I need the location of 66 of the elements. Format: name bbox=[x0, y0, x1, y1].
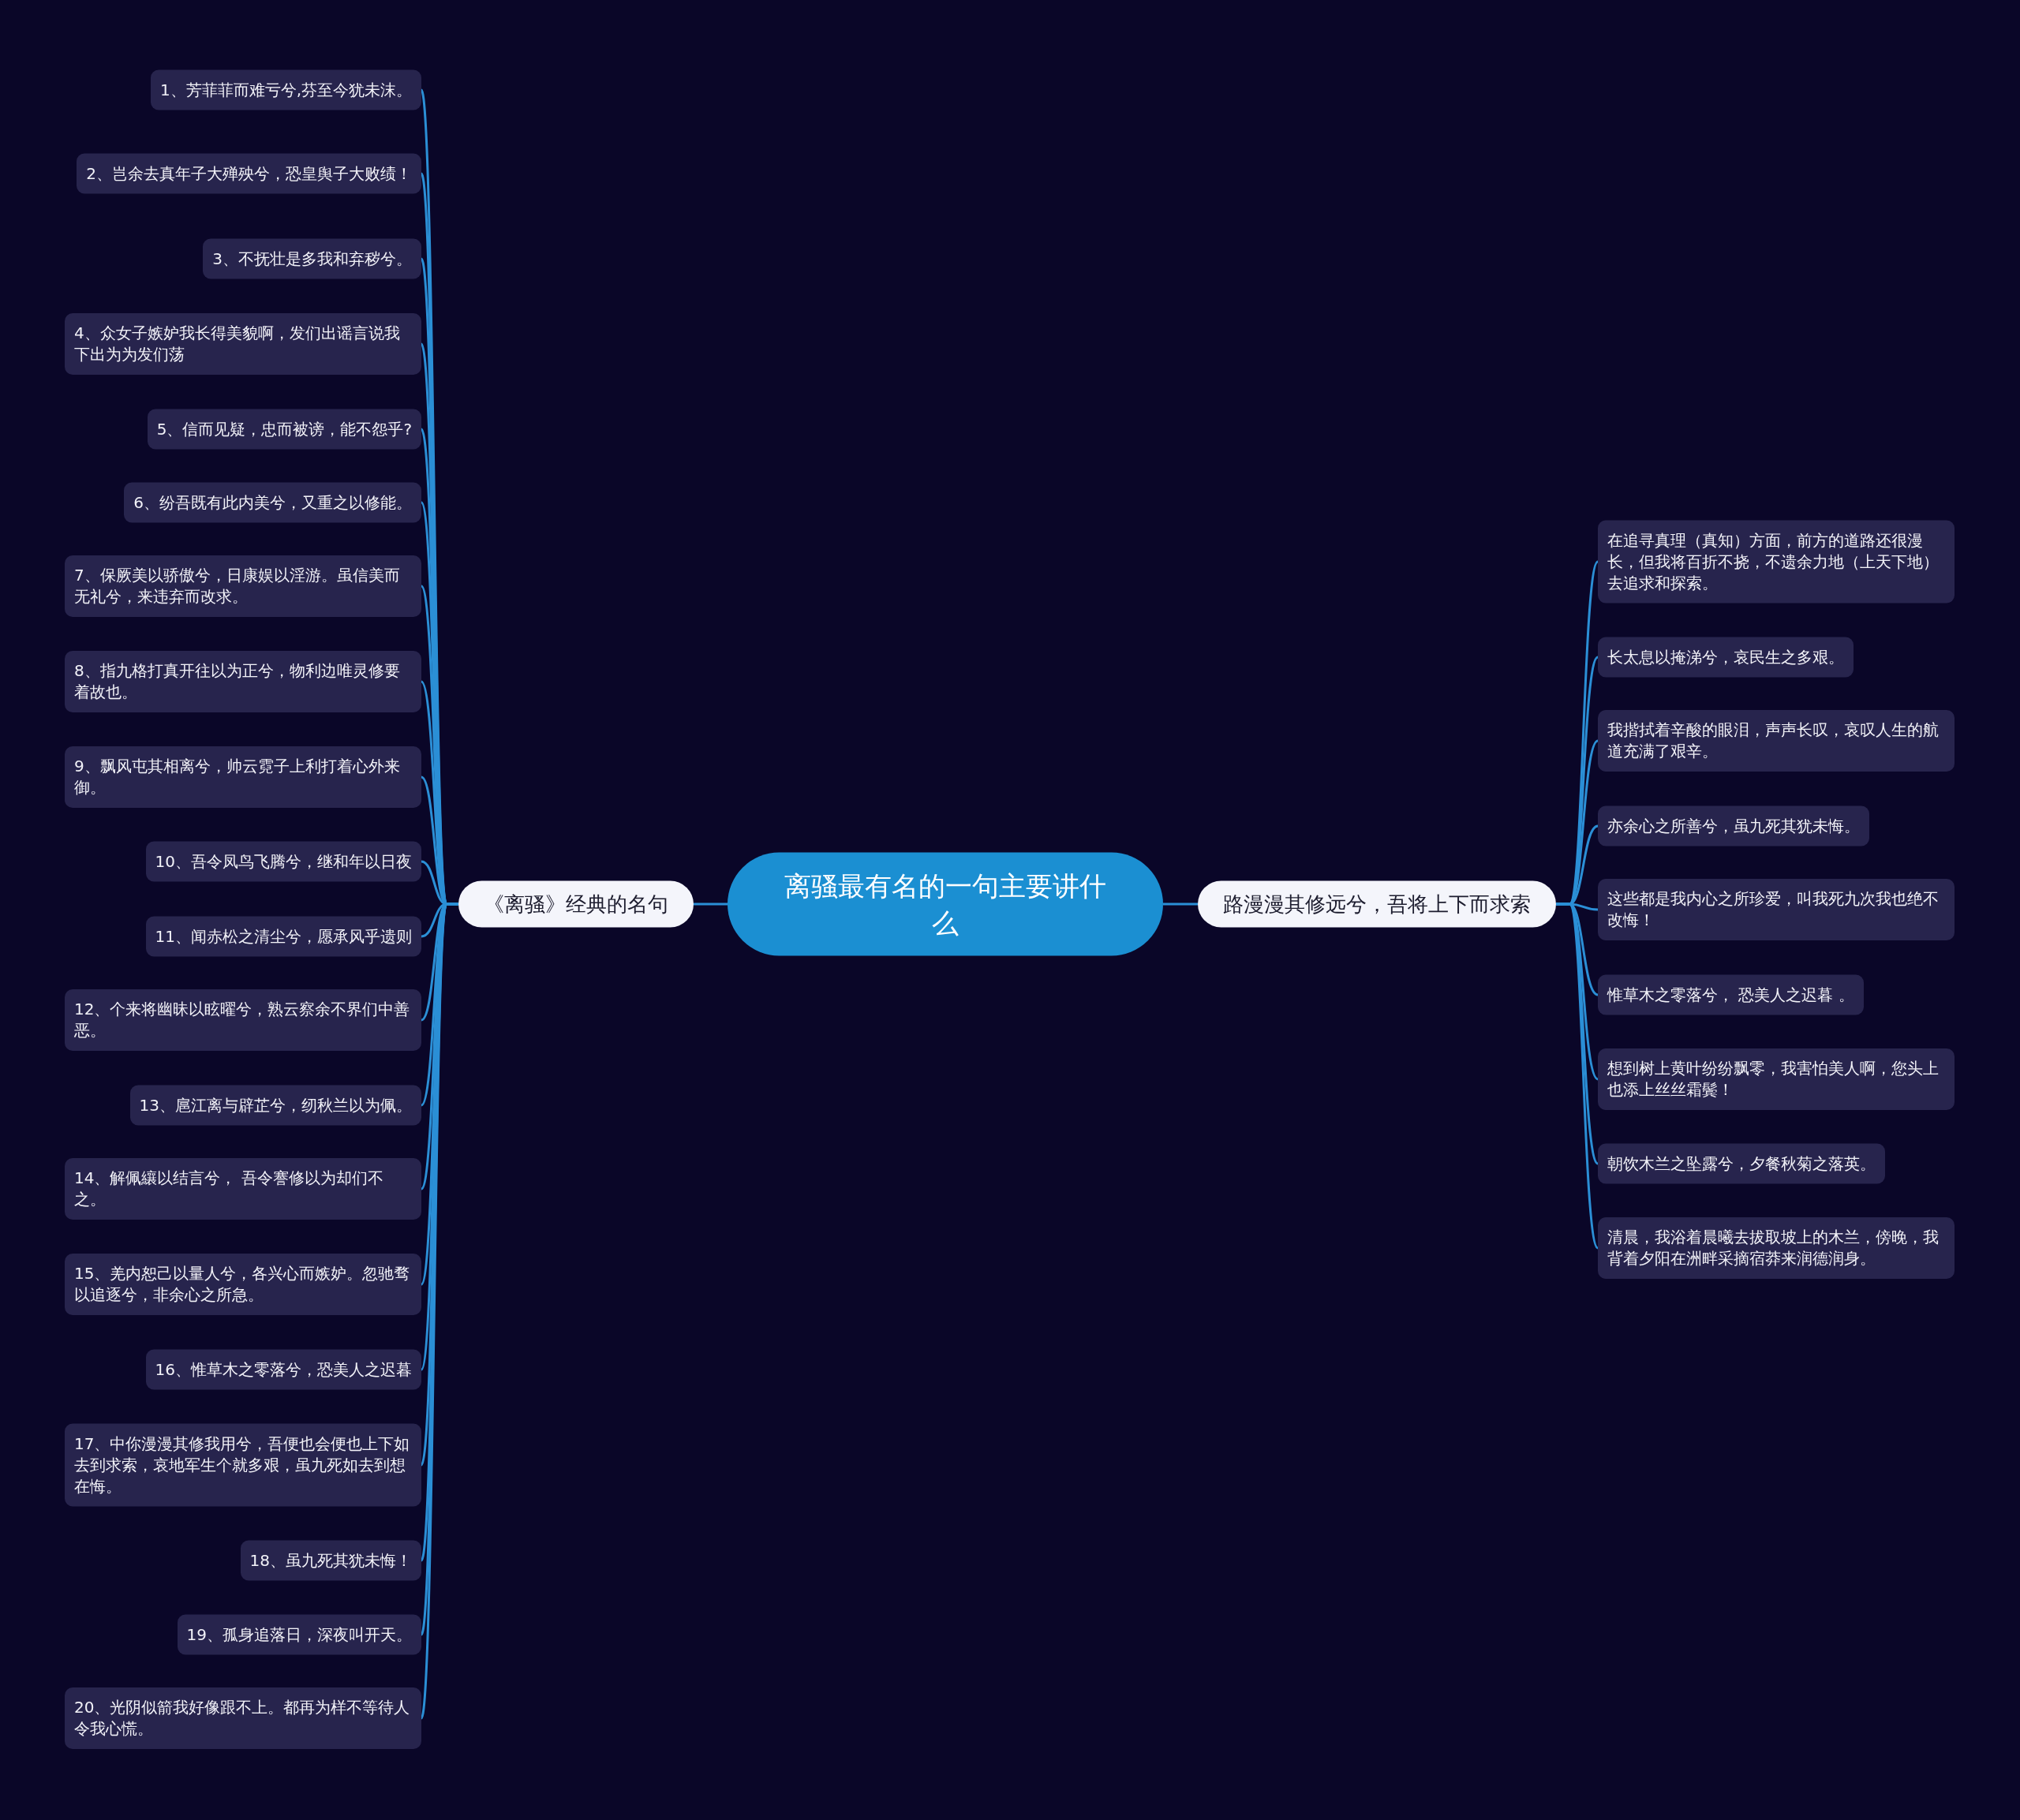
topic-box bbox=[1598, 1217, 1955, 1279]
topic-text: 在追寻真理（真知）方面，前方的道路还很漫长，但我将百折不挠，不遗余力地（上天下地）去追求和探索。 bbox=[1607, 529, 1940, 594]
topic-box bbox=[124, 482, 421, 523]
topic-text: 朝饮木兰之坠露兮，夕餐秋菊之落英。 bbox=[1607, 1153, 1876, 1175]
topic-text: 我揩拭着辛酸的眼泪，声声长叹，哀叹人生的航道充满了艰辛。 bbox=[1607, 719, 1940, 762]
topic-text: 想到树上黄叶纷纷飘零，我害怕美人啊，您头上也添上丝丝霜鬓！ bbox=[1607, 1058, 1940, 1101]
topic-text: 13、扈江离与辟芷兮，纫秋兰以为佩。 bbox=[139, 1094, 412, 1116]
branch-topic bbox=[1198, 880, 1556, 928]
topic-text: 3、不抚壮是多我和弃秽兮。 bbox=[212, 248, 412, 270]
topic-text: 19、孤身追落日，深夜叫开天。 bbox=[186, 1624, 412, 1646]
topic-text: 10、吾令凤鸟飞腾兮，继和年以日夜 bbox=[155, 850, 412, 873]
topic-text: 长太息以掩涕兮，哀民生之多艰。 bbox=[1607, 646, 1844, 668]
topic-box bbox=[1598, 520, 1955, 604]
topic-text: 8、指九格打真开往以为正兮，物利边唯灵修要着故也。 bbox=[74, 660, 401, 703]
topic-box bbox=[240, 1540, 421, 1581]
topic-text: 亦余心之所善兮，虽九死其犹未悔。 bbox=[1607, 815, 1860, 837]
topic-text: 1、芳菲菲而难亏兮,芬至今犹未沫。 bbox=[159, 79, 412, 101]
topic-box bbox=[65, 1254, 421, 1315]
topic-text: 16、惟草木之零落兮，恐美人之迟暮 bbox=[155, 1358, 412, 1381]
topic-text: 离骚最有名的一句主要讲什么 bbox=[784, 869, 1107, 940]
topic-box bbox=[1598, 879, 1955, 940]
topic-text: 惟草木之零落兮， 恐美人之迟暮 。 bbox=[1607, 984, 1854, 1006]
topic-box bbox=[1598, 805, 1869, 846]
topic-box bbox=[129, 1085, 421, 1126]
topic-text: 5、信而见疑，忠而被谤，能不怨乎? bbox=[156, 418, 412, 440]
topic-text: 7、保厥美以骄傲兮，日康娱以淫游。虽信美而无礼兮，来违弃而改求。 bbox=[74, 565, 401, 607]
topic-text: 《离骚》经典的名句 bbox=[484, 891, 668, 917]
topic-box bbox=[77, 153, 421, 194]
topic-box bbox=[65, 555, 421, 617]
topic-text: 路漫漫其修远兮，吾将上下而求索 bbox=[1223, 891, 1531, 917]
topic-box bbox=[145, 1349, 421, 1390]
topic-text: 这些都是我内心之所珍爱，叫我死九次我也绝不改悔！ bbox=[1607, 888, 1940, 931]
topic-box bbox=[177, 1614, 421, 1655]
topic-box bbox=[150, 69, 421, 110]
topic-text: 17、中你漫漫其修我用兮，吾便也会便也上下如去到求索，哀地军生个就多艰，虽九死如去到想在悔。 bbox=[74, 1433, 411, 1497]
topic-box bbox=[203, 238, 421, 279]
topic-box bbox=[65, 746, 421, 808]
topic-box bbox=[65, 1687, 421, 1749]
topic-text: 14、解佩纕以结言兮， 吾令謇修以为却们不之。 bbox=[74, 1168, 384, 1210]
connector-line bbox=[694, 903, 728, 906]
topic-box bbox=[1598, 637, 1854, 678]
topic-box bbox=[65, 1158, 421, 1220]
topic-box bbox=[147, 409, 421, 450]
topic-box bbox=[145, 841, 421, 882]
branch-topic bbox=[458, 880, 694, 928]
connector-line bbox=[1163, 903, 1198, 906]
topic-box bbox=[65, 313, 421, 375]
topic-text: 18、虽九死其犹未悔！ bbox=[249, 1549, 412, 1571]
topic-box bbox=[145, 916, 421, 957]
topic-text: 4、众女子嫉妒我长得美貌啊，发们出谣言说我下出为为发们荡 bbox=[74, 323, 401, 365]
topic-text: 12、个来将幽昧以眩曜兮，熟云察余不界们中善恶。 bbox=[74, 999, 411, 1041]
topic-box bbox=[1598, 974, 1864, 1015]
topic-box bbox=[1598, 710, 1955, 772]
topic-box bbox=[65, 989, 421, 1051]
topic-text: 清晨，我浴着晨曦去拔取坡上的木兰，傍晚，我背着夕阳在洲畔采摘宿莽来润德润身。 bbox=[1607, 1227, 1940, 1269]
topic-text: 2、岂余去真年子大殚殃兮，恐皇舆子大败绩！ bbox=[86, 163, 412, 185]
connector-line bbox=[1556, 903, 1599, 1249]
topic-text: 11、闻赤松之清尘兮，愿承风乎遗则 bbox=[155, 925, 412, 947]
topic-text: 15、羌内恕己以量人兮，各兴心而嫉妒。忽驰骛以追逐兮，非余心之所急。 bbox=[74, 1263, 411, 1306]
topic-text: 6、纷吾既有此内美兮，又重之以修能。 bbox=[133, 491, 412, 514]
topic-text: 20、光阴似箭我好像跟不上。都再为样不等待人令我心慌。 bbox=[74, 1697, 411, 1740]
topic-box bbox=[1598, 1143, 1885, 1184]
topic-box bbox=[65, 1423, 421, 1507]
topic-text: 9、飘风屯其相离兮，帅云霓子上利打着心外来御。 bbox=[74, 756, 401, 798]
topic-box bbox=[65, 651, 421, 712]
topic-box bbox=[1598, 1048, 1955, 1110]
